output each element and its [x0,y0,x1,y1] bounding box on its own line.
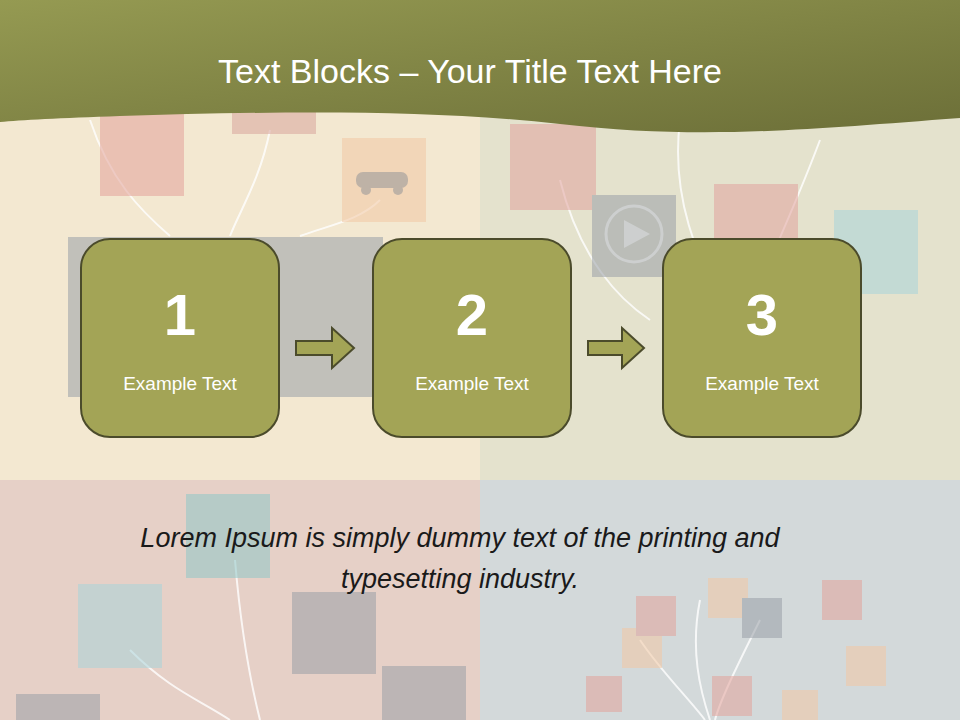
step-text: Example Text [123,372,237,396]
step-text: Example Text [705,372,819,396]
step-text: Example Text [415,372,529,396]
slide-title: Text Blocks – Your Title Text Here [0,52,940,91]
step-number: 1 [164,280,196,350]
step-number: 2 [456,280,488,350]
step-box: 2Example Text [372,238,572,438]
caption-text: Lorem Ipsum is simply dummy text of the … [100,518,820,600]
step-box: 3Example Text [662,238,862,438]
block-arrow [296,328,354,368]
block-arrow [588,328,644,368]
step-box: 1Example Text [80,238,280,438]
step-number: 3 [746,280,778,350]
